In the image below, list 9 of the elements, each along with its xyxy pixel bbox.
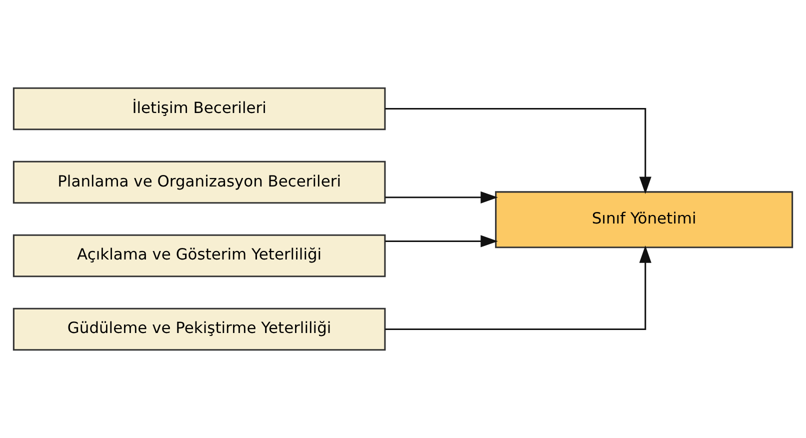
node-box: Güdüleme ve Pekiştirme Yeterliliği xyxy=(12,308,386,351)
node-box: Sınıf Yönetimi xyxy=(495,191,794,248)
arrow xyxy=(385,108,652,194)
node-box: Planlama ve Organizasyon Becerileri xyxy=(12,160,386,204)
arrow xyxy=(385,191,498,204)
arrow xyxy=(385,246,652,330)
node-box: Açıklama ve Gösterim Yeterliliği xyxy=(12,234,386,278)
node-box: İletişim Becerileri xyxy=(12,87,386,130)
arrow xyxy=(385,235,498,248)
